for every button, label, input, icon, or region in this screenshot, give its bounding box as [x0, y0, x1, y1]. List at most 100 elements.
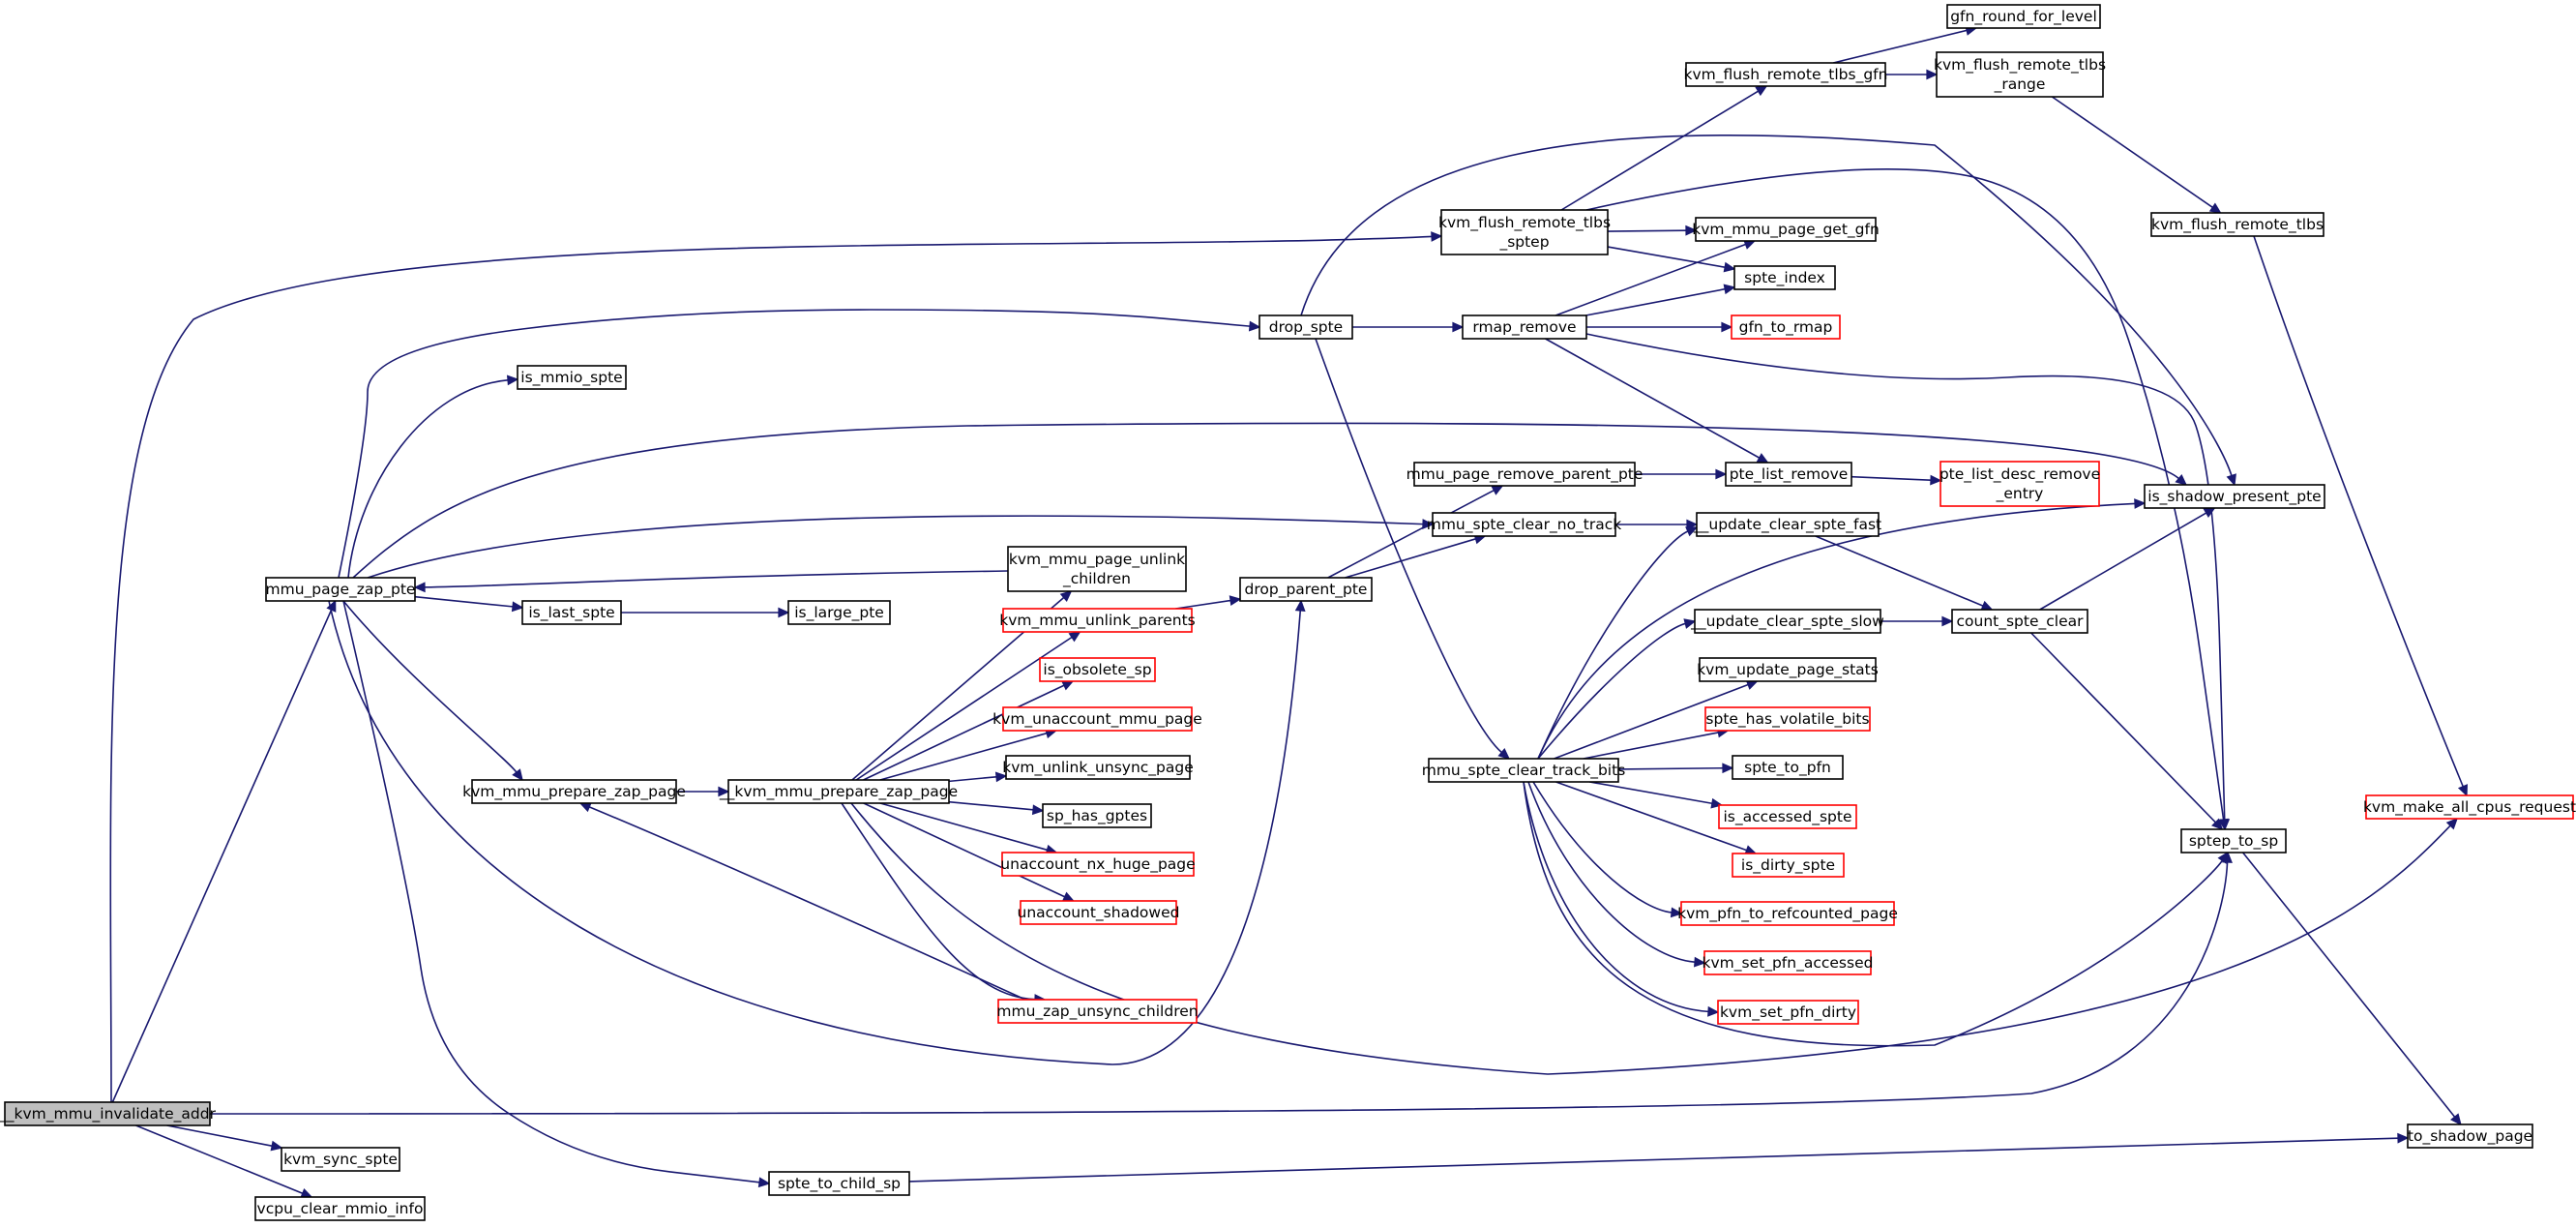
node-sptep_to_sp[interactable]: sptep_to_sp [2180, 828, 2287, 854]
node-spte_index[interactable]: spte_index [1733, 265, 1836, 290]
node-box[interactable] [1939, 461, 2100, 507]
node-box[interactable] [1042, 803, 1152, 828]
node-box[interactable] [517, 365, 627, 390]
node-pte_list_remove[interactable]: pte_list_remove [1725, 462, 1852, 487]
node-spte_to_pfn[interactable]: spte_to_pfn [1732, 755, 1844, 780]
node-mmu_zap_unsync_children[interactable]: mmu_zap_unsync_children [996, 999, 1199, 1024]
node-kvm_mmu_unlink_parents[interactable]: kvm_mmu_unlink_parents [999, 608, 1196, 633]
node-vcpu_clear_mmio_info[interactable]: vcpu_clear_mmio_info [254, 1196, 426, 1221]
node-box[interactable] [997, 999, 1198, 1024]
node-is_obsolete_sp[interactable]: is_obsolete_sp [1039, 657, 1156, 682]
node-box[interactable] [2180, 828, 2287, 854]
node-box[interactable] [1732, 853, 1845, 878]
node-box[interactable] [1001, 852, 1195, 877]
node-is_shadow_present_pte[interactable]: is_shadow_present_pte [2144, 484, 2325, 509]
node-drop_spte[interactable]: drop_spte [1258, 314, 1353, 340]
node-box[interactable] [2150, 212, 2324, 237]
node-box[interactable] [471, 779, 677, 804]
node-kvm_flush_remote_tlbs_sptep[interactable]: kvm_flush_remote_tlbs_sptep [1438, 209, 1611, 255]
node-box[interactable] [1951, 609, 2088, 634]
node-box[interactable] [1428, 758, 1619, 783]
node-box[interactable] [1731, 314, 1841, 340]
node-drop_parent_pte[interactable]: drop_parent_pte [1239, 577, 1373, 602]
node-count_spte_clear[interactable]: count_spte_clear [1951, 609, 2088, 634]
node-box[interactable] [1007, 546, 1187, 592]
node-box[interactable] [4, 1101, 211, 1126]
node-box[interactable] [1239, 577, 1373, 602]
node-box[interactable] [1005, 755, 1191, 780]
node-is_accessed_spte[interactable]: is_accessed_spte [1718, 804, 1857, 829]
node-kvm_make_all_cpus_request[interactable]: kvm_make_all_cpus_request [2363, 794, 2576, 820]
node-box[interactable] [1696, 512, 1880, 537]
node-box[interactable] [1440, 209, 1609, 255]
node-kvm_update_page_stats[interactable]: kvm_update_page_stats [1697, 657, 1879, 682]
node-box[interactable] [1020, 900, 1177, 925]
node-gfn_to_rmap[interactable]: gfn_to_rmap [1731, 314, 1841, 340]
node-to_shadow_page[interactable]: to_shadow_page [2407, 1123, 2533, 1149]
node-is_mmio_spte[interactable]: is_mmio_spte [517, 365, 627, 390]
node-box[interactable] [1694, 609, 1881, 634]
node-box[interactable] [281, 1147, 400, 1172]
node-box[interactable] [1699, 657, 1877, 682]
node-box[interactable] [1936, 51, 2104, 98]
node-is_dirty_spte[interactable]: is_dirty_spte [1732, 853, 1845, 878]
node-spte_to_child_sp[interactable]: spte_to_child_sp [768, 1171, 910, 1196]
node-box[interactable] [1733, 265, 1836, 290]
node-kvm_mmu_prepare_zap_page[interactable]: kvm_mmu_prepare_zap_page [462, 779, 686, 804]
node-box[interactable] [1685, 62, 1886, 87]
node-box[interactable] [1732, 755, 1844, 780]
node-kvm_set_pfn_dirty[interactable]: kvm_set_pfn_dirty [1717, 1000, 1859, 1025]
node-mmu_spte_clear_no_track[interactable]: mmu_spte_clear_no_track [1427, 512, 1622, 537]
node-pte_list_desc_remove_entry[interactable]: pte_list_desc_remove_entry [1939, 461, 2100, 507]
node-box[interactable] [1002, 706, 1193, 732]
node-update_clear_spte_fast[interactable]: __update_clear_spte_fast [1693, 512, 1881, 537]
node-spte_has_volatile_bits[interactable]: spte_has_volatile_bits [1704, 706, 1871, 732]
node-kvm_mmu_page_get_gfn[interactable]: kvm_mmu_page_get_gfn [1692, 217, 1880, 242]
node-unaccount_shadowed[interactable]: unaccount_shadowed [1018, 900, 1180, 925]
node-unaccount_nx_huge_page[interactable]: unaccount_nx_huge_page [1000, 852, 1196, 877]
node-box[interactable] [1718, 804, 1857, 829]
node-mmu_page_zap_pte[interactable]: mmu_page_zap_pte [265, 577, 416, 602]
node-kvm_mmu_invalidate_addr[interactable]: __kvm_mmu_invalidate_addr [0, 1101, 217, 1126]
node-box[interactable] [265, 577, 416, 602]
node-gfn_round_for_level[interactable]: gfn_round_for_level [1946, 4, 2101, 29]
node-kvm_unlink_unsync_page[interactable]: kvm_unlink_unsync_page [1002, 755, 1194, 780]
node-box[interactable] [1695, 217, 1877, 242]
node-kvm_mmu_page_unlink_children[interactable]: kvm_mmu_page_unlink_children [1007, 546, 1187, 592]
node-kvm_pfn_to_refcounted_page[interactable]: kvm_pfn_to_refcounted_page [1677, 901, 1898, 926]
node-is_large_pte[interactable]: is_large_pte [787, 600, 891, 625]
node-mmu_page_remove_parent_pte[interactable]: mmu_page_remove_parent_pte [1406, 462, 1643, 487]
node-box[interactable] [521, 600, 622, 625]
node-kvm_sync_spte[interactable]: kvm_sync_spte [281, 1147, 400, 1172]
node-box[interactable] [1680, 901, 1895, 926]
node-is_last_spte[interactable]: is_last_spte [521, 600, 622, 625]
node-box[interactable] [1413, 462, 1636, 487]
node-box[interactable] [2365, 794, 2574, 820]
node-box[interactable] [1002, 608, 1193, 633]
node-box[interactable] [1946, 4, 2101, 29]
node-box[interactable] [254, 1196, 426, 1221]
node-box[interactable] [1704, 706, 1871, 732]
node-box[interactable] [768, 1171, 910, 1196]
node-_kvm_mmu_prepare_zap_page[interactable]: __kvm_mmu_prepare_zap_page [719, 779, 958, 804]
node-box[interactable] [2144, 484, 2325, 509]
node-box[interactable] [1725, 462, 1852, 487]
node-kvm_flush_remote_tlbs_range[interactable]: kvm_flush_remote_tlbs_range [1934, 51, 2106, 98]
node-kvm_unaccount_mmu_page[interactable]: kvm_unaccount_mmu_page [992, 706, 1202, 732]
node-box[interactable] [727, 779, 950, 804]
node-rmap_remove[interactable]: rmap_remove [1462, 314, 1587, 340]
node-box[interactable] [1703, 950, 1872, 975]
node-mmu_spte_clear_track_bits[interactable]: mmu_spte_clear_track_bits [1422, 758, 1626, 783]
node-update_clear_spte_slow[interactable]: __update_clear_spte_slow [1690, 609, 1884, 634]
node-box[interactable] [1717, 1000, 1859, 1025]
node-box[interactable] [1258, 314, 1353, 340]
node-box[interactable] [787, 600, 891, 625]
node-kvm_set_pfn_accessed[interactable]: kvm_set_pfn_accessed [1703, 950, 1874, 975]
node-box[interactable] [1039, 657, 1156, 682]
node-kvm_flush_remote_tlbs_gfn[interactable]: kvm_flush_remote_tlbs_gfn [1684, 62, 1888, 87]
node-box[interactable] [1432, 512, 1616, 537]
node-kvm_flush_remote_tlbs[interactable]: kvm_flush_remote_tlbs [2150, 212, 2324, 237]
node-box[interactable] [1462, 314, 1587, 340]
node-sp_has_gptes[interactable]: sp_has_gptes [1042, 803, 1152, 828]
node-box[interactable] [2407, 1123, 2533, 1149]
